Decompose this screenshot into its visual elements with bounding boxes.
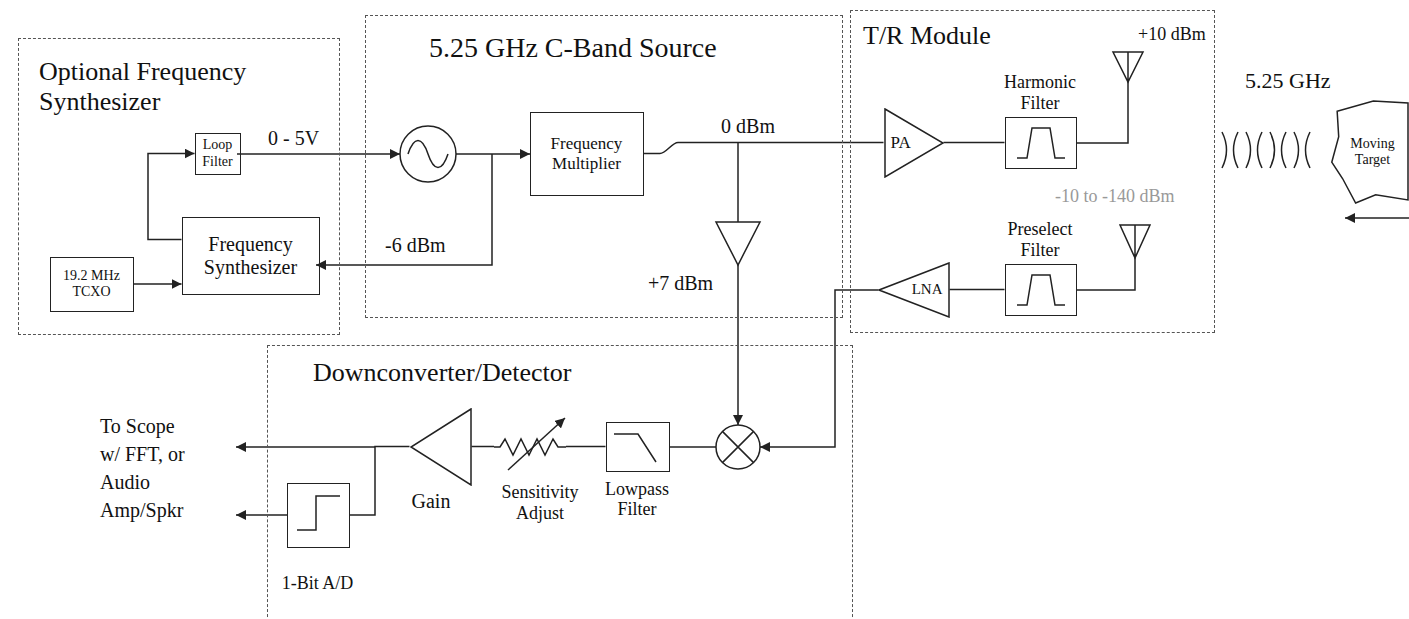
block-label: Loop Filter bbox=[196, 135, 240, 171]
amplifier-triangle: LNA bbox=[878, 262, 950, 318]
rx-antenna-symbol bbox=[1120, 225, 1150, 258]
block-label: 1-Bit A/D bbox=[266, 573, 369, 594]
resistor-symbol bbox=[494, 439, 566, 455]
signal-wire bbox=[944, 142, 1005, 144]
amplifier-triangle: PA bbox=[884, 108, 944, 178]
radio-wave bbox=[1246, 132, 1262, 168]
rf-wire bbox=[760, 290, 878, 447]
tune-voltage-wire bbox=[237, 153, 400, 155]
tx-antenna-symbol bbox=[1113, 52, 1143, 82]
signal-wire bbox=[148, 154, 195, 240]
filter-box: Loop Filter bbox=[195, 133, 241, 175]
tx-antenna-feed bbox=[1077, 82, 1128, 143]
amplifier-triangle: Gain bbox=[410, 408, 472, 486]
converter-box: 1-Bit A/D bbox=[287, 483, 350, 548]
target-motion-arrow bbox=[1345, 217, 1409, 219]
block-label: Moving Target bbox=[1330, 134, 1409, 170]
filter-box: Lowpass Filter bbox=[606, 422, 670, 472]
triangle-outline bbox=[885, 109, 943, 177]
group-heading: T/R Module bbox=[863, 21, 1163, 51]
signal-wire bbox=[134, 283, 182, 285]
filter-box: Harmonic Filter bbox=[1005, 117, 1077, 169]
block-label: Harmonic Filter bbox=[992, 72, 1088, 113]
signal-level: +10 dBm bbox=[1136, 24, 1208, 45]
signal-wire bbox=[644, 143, 884, 154]
sine-wave-symbol bbox=[408, 141, 448, 168]
lo-branch-wire bbox=[737, 143, 739, 222]
lo-amplifier-symbol bbox=[716, 222, 760, 265]
voltage-label: 0 - 5V bbox=[266, 127, 321, 150]
block-label: Lowpass Filter bbox=[593, 479, 681, 520]
radio-wave bbox=[1270, 132, 1286, 168]
signal-level: +7 dBm bbox=[646, 272, 715, 295]
mixer-symbol bbox=[716, 425, 760, 469]
group-heading: Optional Frequency Synthesizer bbox=[39, 57, 299, 117]
group-heading: Downconverter/Detector bbox=[313, 358, 713, 388]
variable-arrow bbox=[508, 418, 565, 470]
multiplier-box: Frequency Multiplier bbox=[530, 112, 644, 196]
mixer-cross bbox=[722, 431, 753, 462]
oscillator-symbol bbox=[400, 126, 456, 182]
frequency-label: 5.25 GHz bbox=[1243, 68, 1333, 93]
signal-wire bbox=[950, 289, 1005, 291]
oscillator-output-wire bbox=[456, 153, 530, 155]
signal-level: 0 dBm bbox=[719, 115, 777, 138]
dashed-group: Frequency Multiplier 5.25 GHz C-Band Sour… bbox=[365, 15, 843, 318]
resistor-ground bbox=[494, 436, 566, 458]
bandpass-symbol bbox=[1017, 275, 1065, 305]
synthesizer-box: Frequency Synthesizer bbox=[182, 217, 320, 295]
oscillator-box: 19.2 MHz TCXO bbox=[50, 257, 134, 312]
dashed-group: Loop FilterFrequency Synthesizer 19.2 MHz… bbox=[18, 38, 340, 335]
block-label: 19.2 MHz TCXO bbox=[51, 266, 133, 302]
analog-output-wire bbox=[236, 446, 375, 448]
if-wire bbox=[670, 446, 716, 448]
triangle-outline bbox=[879, 263, 949, 317]
part-name: Sensitivity Adjust bbox=[491, 482, 589, 523]
target-shape: Moving Target bbox=[1330, 100, 1409, 204]
digital-output-wire bbox=[236, 514, 287, 516]
triangle-outline bbox=[410, 408, 472, 486]
block-label: PA bbox=[884, 133, 911, 153]
radio-wave bbox=[1222, 132, 1238, 168]
lowpass-symbol bbox=[614, 434, 656, 462]
output-note: To Scope w/ FFT, or Audio Amp/Spkr bbox=[98, 412, 192, 524]
block-label: LNA bbox=[912, 281, 950, 298]
bandpass-symbol bbox=[1017, 128, 1065, 158]
filter-box: Preselect Filter bbox=[1005, 264, 1077, 316]
signal-level: -10 to -140 dBm bbox=[1053, 186, 1177, 207]
block-label: Gain bbox=[400, 490, 462, 513]
block-label: Preselect Filter bbox=[992, 219, 1088, 260]
rx-antenna-feed bbox=[1077, 258, 1135, 290]
block-label: Frequency Synthesizer bbox=[183, 231, 319, 281]
feedback-wire bbox=[316, 154, 492, 265]
dashed-group: PAHarmonic FilterPreselect FilterLNAT/R … bbox=[850, 10, 1215, 333]
radio-wave bbox=[1294, 132, 1310, 168]
group-heading: 5.25 GHz C-Band Source bbox=[429, 32, 829, 64]
block-label: Frequency Multiplier bbox=[531, 132, 643, 175]
step-symbol bbox=[297, 496, 340, 530]
signal-wire bbox=[350, 447, 410, 516]
signal-level: -6 dBm bbox=[383, 234, 448, 257]
triangle-outline bbox=[411, 409, 471, 485]
